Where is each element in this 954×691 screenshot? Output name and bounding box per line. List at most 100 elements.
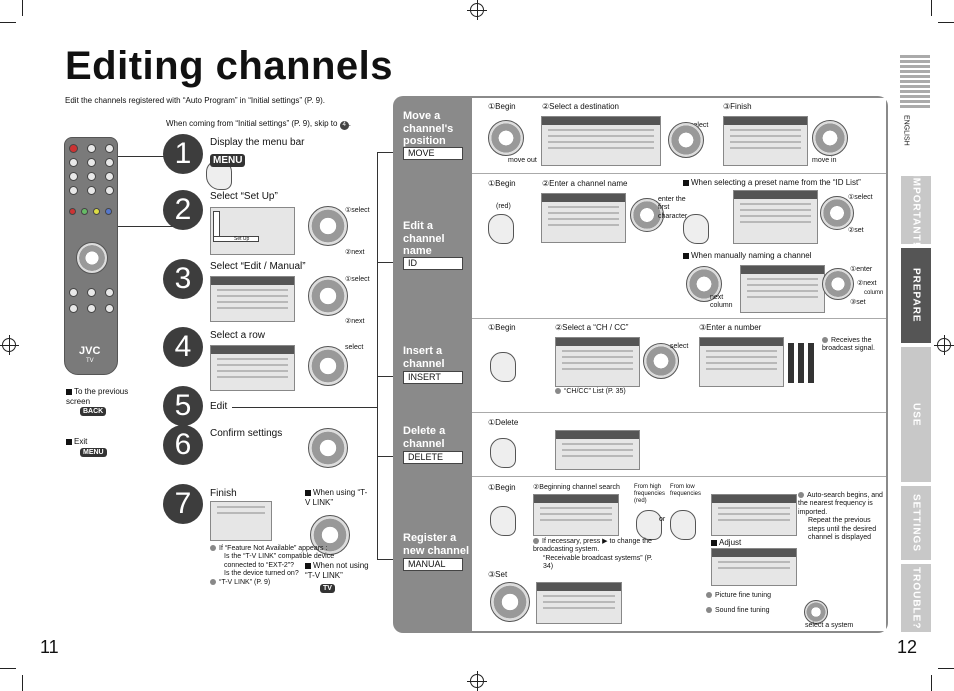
power-button [69, 144, 78, 153]
receives-signal: Receives the broadcast signal. [822, 337, 882, 354]
insert-select-label: select [670, 343, 689, 350]
bullet-square [66, 388, 72, 395]
control-dial [310, 515, 350, 555]
remote-button [87, 172, 96, 181]
control-dial [308, 428, 348, 468]
feature-na: If “Feature Not Available” appears : [219, 545, 328, 552]
check-2: Is the device turned on? [224, 570, 299, 578]
coming-from-label: When coming from “Initial settings” (P. … [166, 119, 338, 128]
insert-number-screen [699, 337, 784, 387]
step-3-label: Select “Edit / Manual” [210, 261, 306, 272]
connector-line [377, 152, 393, 153]
crop-mark [22, 0, 23, 16]
delete-label: ①Delete [488, 418, 519, 427]
manual-enter: ①enter [850, 266, 873, 273]
tv-button[interactable]: TV [320, 584, 335, 593]
crop-mark [0, 668, 16, 669]
bullet-dot [798, 492, 804, 499]
step-6-number: 6 [163, 425, 203, 465]
bullet-square [711, 539, 717, 546]
step-5-label: Edit [210, 401, 228, 412]
bullet-dot [822, 337, 828, 344]
control-dial [308, 276, 348, 316]
register-begin: ①Begin [488, 483, 516, 492]
next-column-label: next column [710, 294, 733, 310]
manual-label: When manually naming a channel [691, 251, 812, 260]
control-dial [308, 346, 348, 386]
remote-color-button [105, 208, 112, 215]
manual-next: ②next [857, 280, 877, 287]
manual-set: ③set [850, 299, 866, 306]
channel-list-screen [210, 345, 295, 391]
edit-manual-screen [210, 276, 295, 322]
bullet-dot [210, 545, 216, 552]
finish-notes: If “Feature Not Available” appears : Is … [210, 545, 340, 587]
move-begin: ①Begin [488, 102, 516, 111]
menu-button[interactable]: MENU [210, 154, 246, 167]
hand-icon [670, 510, 696, 540]
bullet-dot [210, 578, 216, 585]
bullet-square [683, 252, 689, 259]
remote-button [87, 288, 96, 297]
delete-screen [555, 430, 640, 470]
chcc-list-ref: “CH/CC” List (P. 35) [555, 388, 626, 396]
remote-button [105, 304, 114, 313]
section-divider [472, 476, 886, 477]
step-3-select: ①select [345, 276, 370, 283]
language-stripes [900, 55, 930, 110]
number-keypad [786, 343, 816, 383]
control-dial [820, 196, 854, 230]
page-title: Editing channels [65, 44, 394, 88]
step-4-label: Select a row [210, 330, 266, 341]
step-2-select: ①select [345, 207, 370, 214]
section-delete-box: DELETE [403, 451, 463, 464]
connector-line [377, 262, 393, 263]
tab-english: ENGLISH [902, 115, 910, 146]
bullet-dot [706, 592, 712, 599]
remote-button [87, 186, 96, 195]
preset-label: When selecting a preset name from the “I… [691, 178, 861, 187]
connector-line [377, 559, 393, 560]
hand-icon [488, 214, 514, 244]
remote-button [105, 172, 114, 181]
picture-fine-label: Picture fine tuning [715, 592, 772, 599]
bullet-square [305, 489, 311, 496]
manual-column: column [864, 290, 884, 296]
section-insert-box: INSERT [403, 371, 463, 384]
section-insert-heading: Insert a channel [403, 345, 445, 370]
edit-enter-first: enter the first character [658, 196, 688, 220]
preset-select: ①select [848, 194, 873, 201]
insert-select-ch: ②Select a “CH / CC” [555, 323, 629, 332]
remote-button [69, 172, 78, 181]
control-dial [804, 600, 828, 624]
coming-from-text: When coming from “Initial settings” (P. … [166, 119, 351, 130]
auto-search-label: Auto-search begins, and the nearest freq… [798, 492, 883, 516]
move-select-label: select [690, 122, 709, 129]
connector-line [118, 156, 174, 157]
tab-prepare[interactable]: PREPARE [901, 248, 931, 343]
sound-fine-tuning: Sound fine tuning [706, 607, 770, 615]
id-list-screen [733, 190, 818, 244]
when-using-tvlink: When using “T-V LINK” [305, 488, 369, 507]
exit-note: Exit [66, 437, 87, 447]
step-ref-badge: 4 [339, 121, 349, 130]
tab-use[interactable]: USE [901, 347, 931, 482]
section-edit-box: ID [403, 257, 463, 270]
registration-mark-top [467, 0, 487, 20]
tab-important[interactable]: IMPORTANT! [901, 174, 931, 246]
tab-trouble[interactable]: TROUBLE? [901, 564, 931, 632]
crop-mark [931, 0, 932, 16]
receives-label: Receives the broadcast signal. [822, 337, 875, 353]
insert-screen [555, 337, 640, 387]
move-finish: ③Finish [723, 102, 752, 111]
move-out-label: move out [508, 157, 537, 164]
tab-settings[interactable]: SETTINGS [901, 486, 931, 560]
preset-set: ②set [848, 227, 864, 234]
step-7-number: 7 [163, 484, 203, 524]
move-in-label: move in [812, 157, 837, 164]
step-1-label: Display the menu bar [210, 137, 305, 148]
register-search-screen [711, 494, 797, 536]
remote-button [69, 158, 78, 167]
bullet-square [683, 179, 689, 186]
section-edit-heading: Edit a channel name [403, 220, 445, 258]
